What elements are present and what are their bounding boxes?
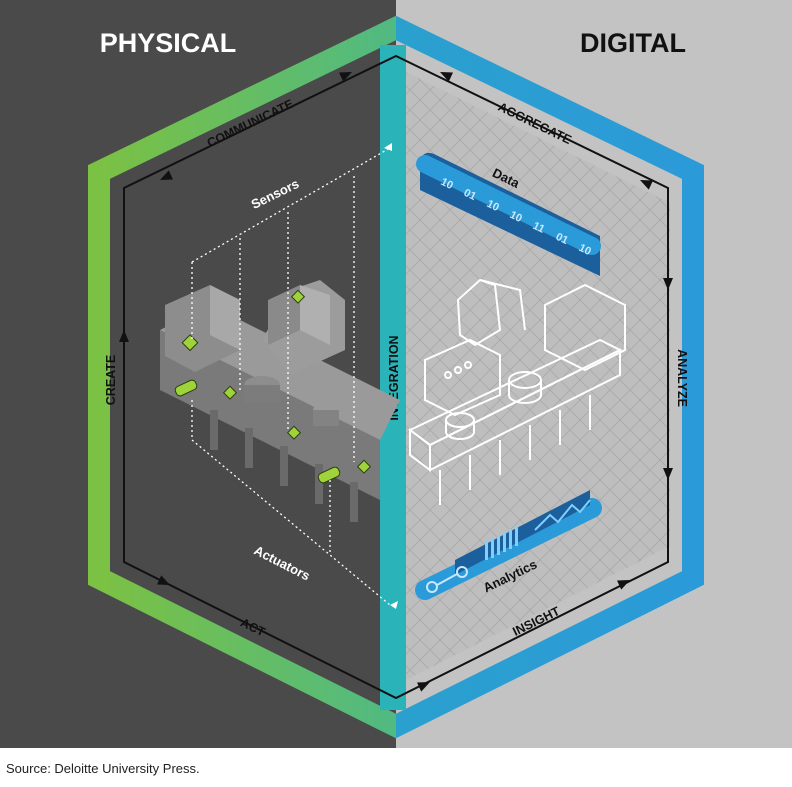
sensor-marker [222, 385, 238, 400]
sensor-marker [181, 334, 199, 352]
actuator-markers [174, 379, 341, 484]
actuator-marker [317, 466, 341, 484]
analytics-node-icon [426, 581, 438, 593]
arrow-from-analytics [390, 601, 398, 609]
sensor-marker [286, 425, 302, 440]
digital-title: DIGITAL [580, 28, 686, 58]
arrow-to-data [384, 143, 392, 151]
physical-machine [160, 280, 400, 522]
label-analyze: ANALYZE [675, 349, 689, 407]
hexagon-band-right [396, 15, 704, 739]
data-bit: 01 [554, 231, 570, 247]
physical-title: PHYSICAL [100, 28, 237, 58]
digital-machine [408, 278, 626, 505]
sensor-markers [181, 289, 372, 474]
analytics-node-icon [456, 566, 468, 578]
data-bit: 11 [531, 220, 547, 236]
hexagon-band-left [88, 15, 396, 739]
data-bit: 01 [462, 187, 478, 203]
cycle-path [123, 54, 669, 700]
actuator-marker [174, 379, 198, 397]
data-bit: 10 [439, 176, 455, 192]
connection-lines [191, 147, 391, 606]
integration-band [380, 45, 406, 710]
data-bit: 10 [577, 242, 593, 258]
analytics-bar [415, 490, 602, 600]
analytics-chart-icon [485, 526, 518, 560]
analytics-line-icon [534, 499, 591, 531]
data-bit: 10 [508, 209, 524, 225]
data-bit: 10 [485, 198, 501, 214]
sensor-marker [356, 459, 372, 474]
label-create: CREATE [104, 355, 118, 405]
sensor-marker [290, 289, 306, 304]
digital-twin-diagram: PHYSICAL DIGITAL COMMUNICATE AGGREGATE A… [0, 0, 792, 748]
source-caption: Source: Deloitte University Press. [6, 761, 200, 776]
data-bar: 10 01 10 10 11 01 10 [416, 152, 601, 276]
cycle-arrows [119, 72, 673, 692]
